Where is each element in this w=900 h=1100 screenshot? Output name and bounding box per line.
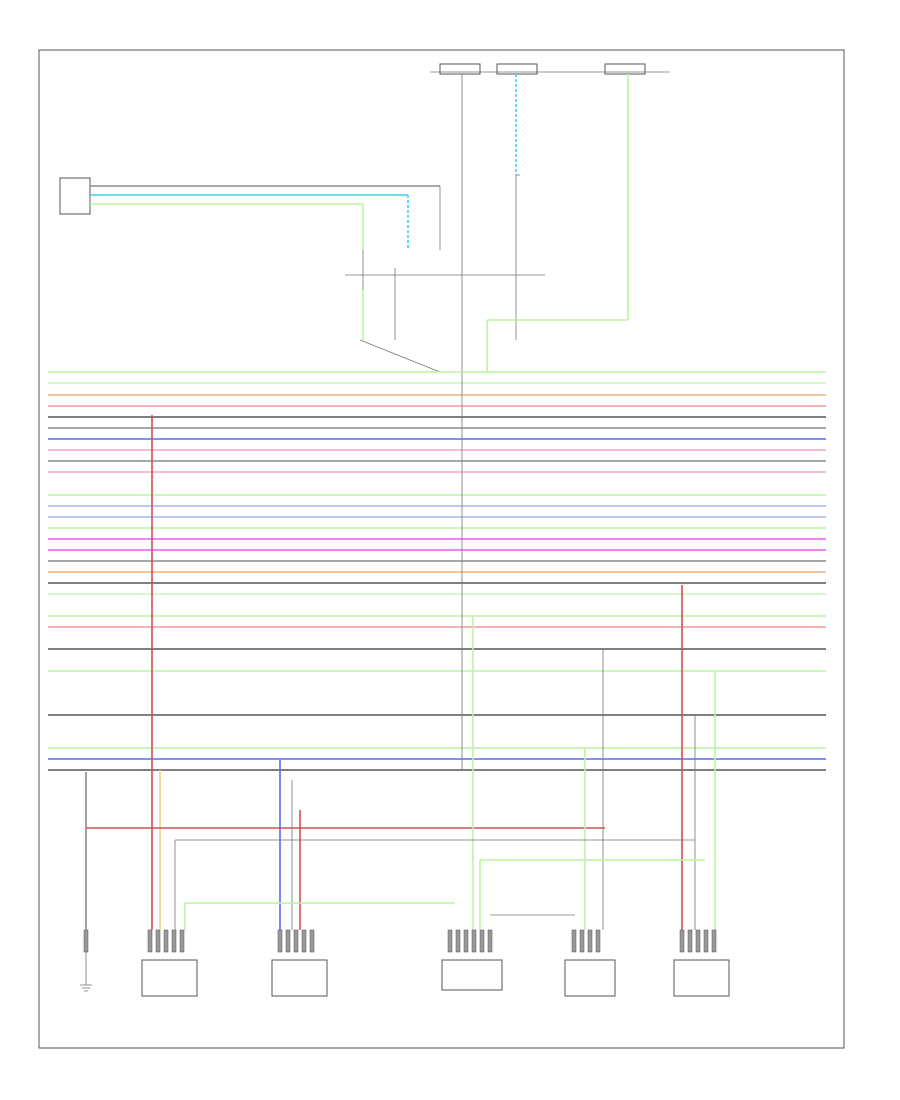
switch-3 <box>441 929 503 991</box>
top-power-sources <box>430 63 670 372</box>
top-left-module <box>59 177 441 250</box>
junction-connector <box>345 250 545 373</box>
vertical-drops <box>85 372 716 930</box>
switch-2 <box>271 929 328 997</box>
wire-bus <box>48 371 826 771</box>
switch-5 <box>673 929 730 997</box>
diagram-frame <box>38 49 845 1049</box>
ground <box>80 929 92 992</box>
switch-1 <box>141 929 198 997</box>
switch-4 <box>564 929 616 997</box>
